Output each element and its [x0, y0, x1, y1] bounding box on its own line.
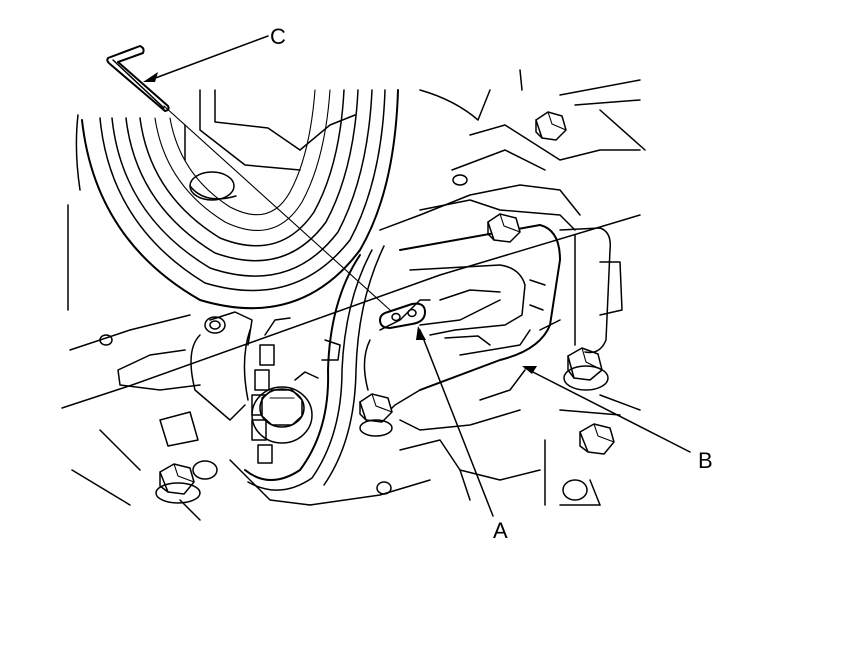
bolt-icon: [155, 463, 201, 504]
bolt-icon: [579, 423, 615, 455]
tensioner-assembly: [363, 199, 576, 431]
bolt-icon: [359, 393, 393, 437]
timing-belt-sprocket: [117, 245, 385, 491]
hex-wrench-icon: [106, 45, 391, 311]
bolt-icon: [159, 411, 199, 447]
callout-leaders: [143, 35, 691, 517]
callout-label-b: B: [698, 448, 713, 473]
callout-label-a: A: [493, 518, 508, 543]
engine-block: [61, 69, 646, 521]
bolt-icon: [563, 347, 609, 391]
tensioner-pin-hole: [379, 302, 426, 329]
bolts: [155, 111, 615, 504]
bolt-icon: [487, 213, 521, 243]
callout-label-c: C: [270, 24, 286, 49]
bolt-icon: [535, 111, 567, 141]
crankshaft-pulley: [81, 89, 491, 310]
housing-right: [539, 227, 623, 354]
